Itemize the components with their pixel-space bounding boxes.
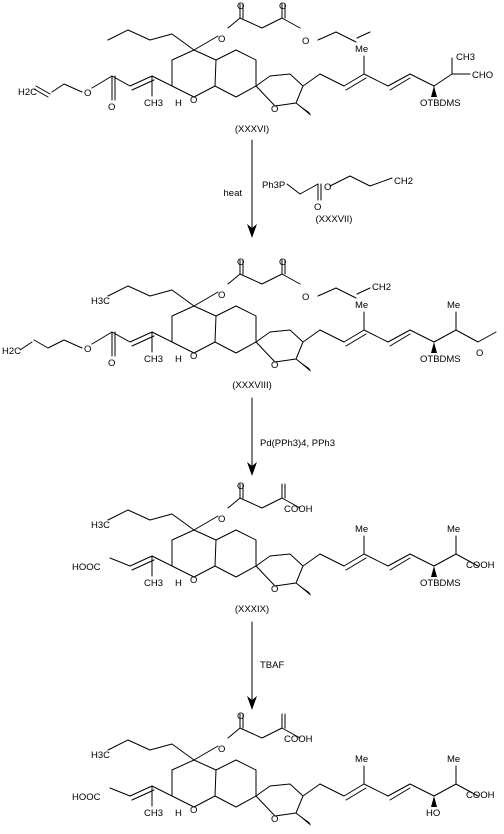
compound-xxxix: O O COOH O O H H3C HOOC CH3 Me OTBDMS Me…: [72, 481, 495, 615]
atom-label: O: [271, 584, 278, 595]
compound-xxxviii: O O O O O O H CH2 H3C O O H2C CH3 Me OTB…: [2, 257, 497, 391]
atom-label: O: [190, 95, 197, 106]
reaction-step-3: TBAF: [247, 621, 284, 710]
reaction-step-1: heat Ph3P O O CH2 (XXXVII): [224, 139, 413, 238]
atom-label: OTBDMS: [420, 98, 461, 109]
atom-label: O: [190, 351, 197, 362]
atom-label: O: [108, 358, 115, 369]
compound-label: (XXXIX): [235, 604, 269, 615]
step-condition: heat: [224, 188, 243, 199]
step-condition: TBAF: [260, 660, 284, 671]
atom-label: CH3: [144, 98, 163, 109]
compound-final: O O COOH O O H H3C HOOC CH3 Me HO Me COO…: [72, 711, 495, 827]
atom-label: O: [84, 88, 91, 99]
atom-label: H2C: [18, 87, 37, 98]
atom-label: CH2: [372, 282, 391, 293]
atom-label: H: [175, 808, 182, 819]
atom-label: O: [237, 1, 244, 12]
atom-label: O: [271, 814, 278, 825]
atom-label: O: [271, 360, 278, 371]
atom-label: O: [237, 711, 244, 722]
atom-label: Me: [355, 300, 368, 311]
atom-label: H3C: [91, 750, 110, 761]
atom-label: OTBDMS: [420, 578, 461, 589]
atom-label: O: [476, 348, 483, 359]
compound-label: (XXXVIII): [232, 380, 272, 391]
atom-label: COOH: [466, 560, 495, 571]
atom-label: Ph3P: [262, 180, 285, 191]
atom-label: H3C: [91, 296, 110, 307]
atom-label: H: [175, 578, 182, 589]
reaction-step-2: Pd(PPh3)4, PPh3: [247, 397, 335, 476]
atom-label: O: [302, 36, 309, 47]
atom-label: COOH: [284, 734, 313, 745]
atom-label: O: [84, 344, 91, 355]
atom-label: O: [324, 182, 331, 193]
atom-label: CHO: [472, 70, 493, 81]
compound-label: (XXXVI): [235, 124, 269, 135]
atom-label: H3C: [91, 520, 110, 531]
atom-label: O: [218, 290, 225, 301]
atom-label: CH3: [456, 52, 475, 63]
atom-label: O: [237, 481, 244, 492]
atom-label: O: [302, 292, 309, 303]
atom-label: O: [279, 1, 286, 12]
atom-label: O: [218, 514, 225, 525]
reagent-label: (XXXVII): [316, 214, 353, 225]
atom-label: HO: [426, 808, 440, 819]
atom-label: H: [175, 98, 182, 109]
atom-label: O: [271, 104, 278, 115]
atom-label: Me: [447, 300, 460, 311]
atom-label: O: [237, 257, 244, 268]
atom-label: O: [279, 257, 286, 268]
atom-label: O: [108, 102, 115, 113]
atom-label: O: [218, 34, 225, 45]
atom-label: O: [190, 805, 197, 816]
atom-label: CH3: [144, 578, 163, 589]
atom-label: CH2: [394, 176, 413, 187]
atom-label: H: [175, 354, 182, 365]
atom-label: OTBDMS: [420, 354, 461, 365]
atom-label: COOH: [284, 504, 313, 515]
atom-label: O: [190, 575, 197, 586]
atom-label: O: [314, 202, 321, 213]
atom-label: CH3: [144, 808, 163, 819]
atom-label: O: [218, 744, 225, 755]
atom-label: Me: [355, 754, 368, 765]
atom-label: Me: [355, 524, 368, 535]
atom-label: Me: [447, 754, 460, 765]
atom-label: Me: [355, 44, 368, 55]
compound-xxxvi: O O O O O O H O O H2C CH3 Me OTBDMS CH3 …: [18, 1, 493, 135]
step-condition: Pd(PPh3)4, PPh3: [260, 438, 335, 449]
atom-label: HOOC: [72, 562, 101, 573]
atom-label: HOOC: [72, 792, 101, 803]
atom-label: Me: [447, 524, 460, 535]
atom-label: H2C: [2, 346, 21, 357]
atom-label: CH3: [144, 354, 163, 365]
atom-label: COOH: [466, 790, 495, 801]
